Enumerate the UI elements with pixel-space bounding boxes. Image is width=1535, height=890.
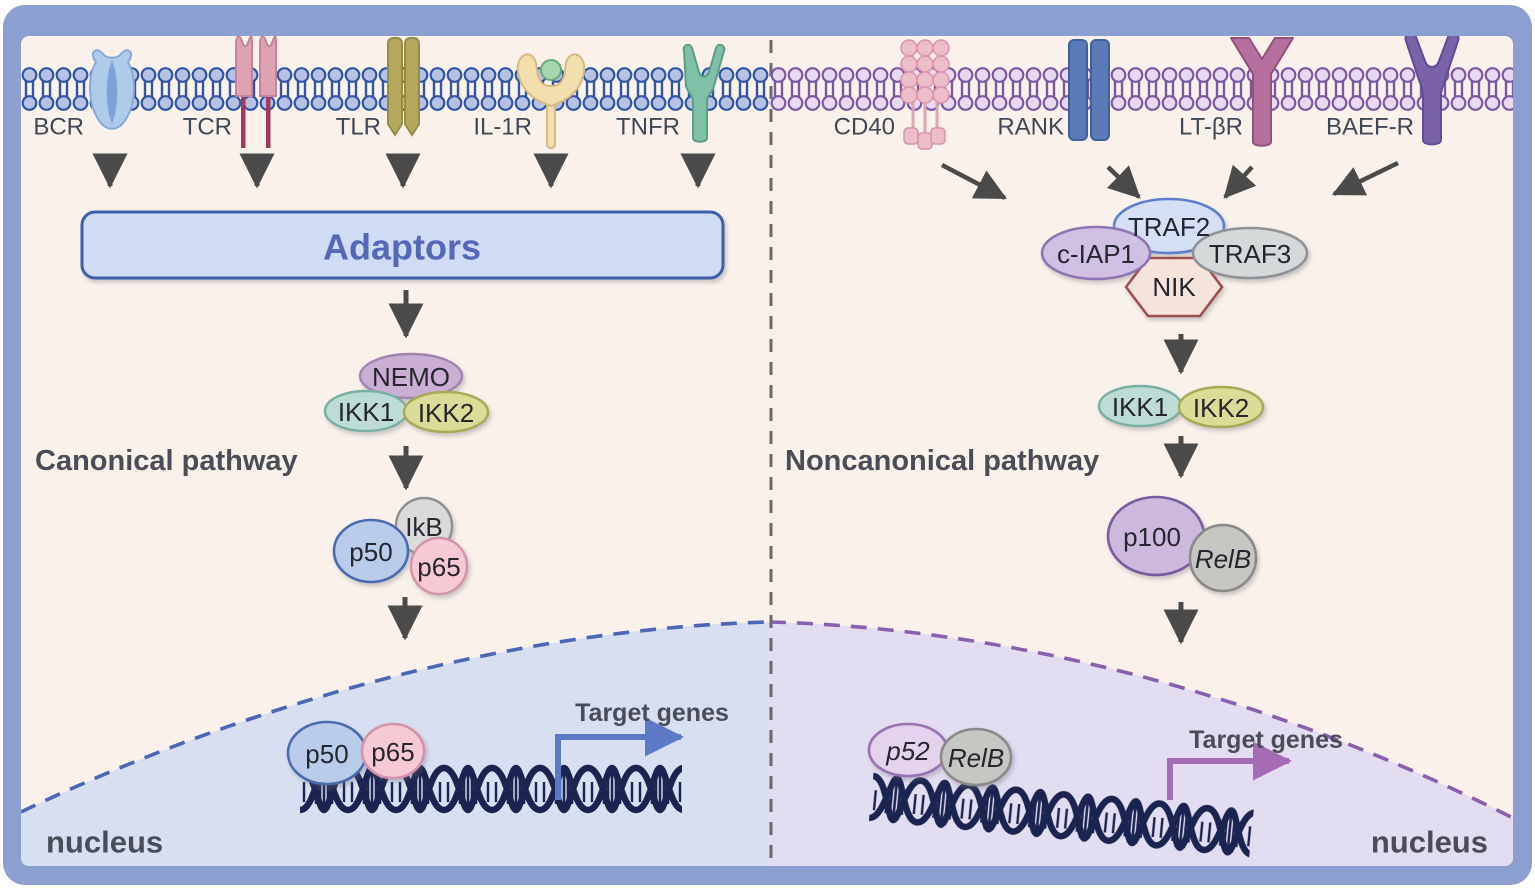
nuclear-envelope-left xyxy=(21,620,771,814)
p50-nuclear-label: p50 xyxy=(305,739,348,769)
baefr-receptor-icon xyxy=(1404,36,1460,146)
p50-label: p50 xyxy=(349,537,392,567)
ikk-complex-noncanonical: IKK1 IKK2 xyxy=(1097,384,1265,429)
tcr-receptor-icon xyxy=(235,36,277,148)
nik-label: NIK xyxy=(1152,272,1196,302)
nuclear-complex-p50-p65: p50 p65 xyxy=(286,720,426,786)
tnfr-receptor-icon xyxy=(682,43,726,143)
rank-receptor-icon xyxy=(1068,39,1110,141)
p52-nuclear-label: p52 xyxy=(885,736,930,766)
ikk-complex-canonical: NEMO IKK1 IKK2 xyxy=(323,352,490,434)
nucleus-caption-left: nucleus xyxy=(46,825,163,860)
ciap1-label: c-IAP1 xyxy=(1057,239,1135,269)
target-genes-label-left: Target genes xyxy=(575,699,729,727)
ikk1-label-noncanonical: IKK1 xyxy=(1112,392,1168,422)
traf2-label: TRAF2 xyxy=(1128,212,1210,242)
target-genes-arrow-left xyxy=(555,717,684,800)
traf-complex: TRAF2 c-IAP1 TRAF3 NIK xyxy=(1040,197,1309,318)
adaptors-box-label: Adaptors xyxy=(323,227,481,268)
receptor-label-rank: RANK xyxy=(997,114,1064,141)
target-genes-arrow-right xyxy=(1167,741,1292,800)
receptor-label-ltbr: LT-βR xyxy=(1179,114,1243,141)
receptor-label-tlr: TLR xyxy=(336,114,381,141)
receptor-signal-arrows-left xyxy=(92,153,716,189)
receptor-label-baefr: BAEF-R xyxy=(1326,114,1414,141)
cell-membrane-right xyxy=(770,66,1513,112)
ciap1-oval xyxy=(1040,225,1152,281)
ltbr-receptor-icon xyxy=(1230,37,1294,147)
ikk2-label-noncanonical: IKK2 xyxy=(1193,393,1249,423)
relb-nuclear-oval xyxy=(939,727,1013,787)
adaptors-box: Adaptors xyxy=(80,210,725,280)
relb-nuclear-label: RelB xyxy=(948,743,1004,773)
target-genes-label-right: Target genes xyxy=(1189,726,1343,754)
ikk2-label-canonical: IKK2 xyxy=(418,398,474,428)
p50-oval xyxy=(332,518,410,584)
receptor-label-il1r: IL-1R xyxy=(473,114,532,141)
nuclear-complex-p52-relb: p52 RelB xyxy=(867,722,1013,787)
bcr-receptor-icon xyxy=(89,49,135,130)
receptor-label-bcr: BCR xyxy=(33,114,84,141)
cd40-receptor-icon xyxy=(900,39,950,150)
nucleus-caption-right: nucleus xyxy=(1371,825,1488,860)
nuclear-envelope-right xyxy=(769,620,1513,820)
noncanonical-pathway-title: Noncanonical pathway xyxy=(785,445,1099,477)
p100-relb-complex: p100 RelB xyxy=(1106,495,1258,593)
traf3-label: TRAF3 xyxy=(1209,239,1291,269)
tlr-receptor-icon xyxy=(387,37,420,137)
ikk1-label-canonical: IKK1 xyxy=(338,397,394,427)
receptor-label-tcr: TCR xyxy=(183,114,232,141)
ikb-label: IkB xyxy=(405,512,443,542)
p65-nuclear-label: p65 xyxy=(371,737,414,767)
nemo-oval xyxy=(358,352,464,400)
p65-circle xyxy=(409,536,469,596)
traf3-oval xyxy=(1191,226,1309,280)
receptor-label-cd40: CD40 xyxy=(834,114,895,141)
dna-helix-right xyxy=(868,768,1255,865)
il1r-receptor-icon xyxy=(516,53,586,149)
p65-label: p65 xyxy=(417,552,460,582)
ikk2-oval-noncanonical xyxy=(1177,385,1265,429)
ikk2-oval-canonical xyxy=(402,390,490,434)
canonical-pathway-title: Canonical pathway xyxy=(35,445,298,477)
p100-label: p100 xyxy=(1123,522,1181,552)
nfkb-ikb-complex: IkB p50 p65 xyxy=(332,496,469,596)
receptor-label-tnfr: TNFR xyxy=(616,114,680,141)
p65-nuclear-oval xyxy=(360,722,426,780)
relb-circle xyxy=(1188,523,1258,593)
receptor-signal-arrows-right xyxy=(940,160,1399,200)
canonical-cascade-arrows xyxy=(387,290,424,641)
relb-label: RelB xyxy=(1195,544,1251,574)
il1r-ligand-icon xyxy=(540,59,562,81)
dna-helix-left xyxy=(300,760,682,820)
nemo-label: NEMO xyxy=(372,362,450,392)
